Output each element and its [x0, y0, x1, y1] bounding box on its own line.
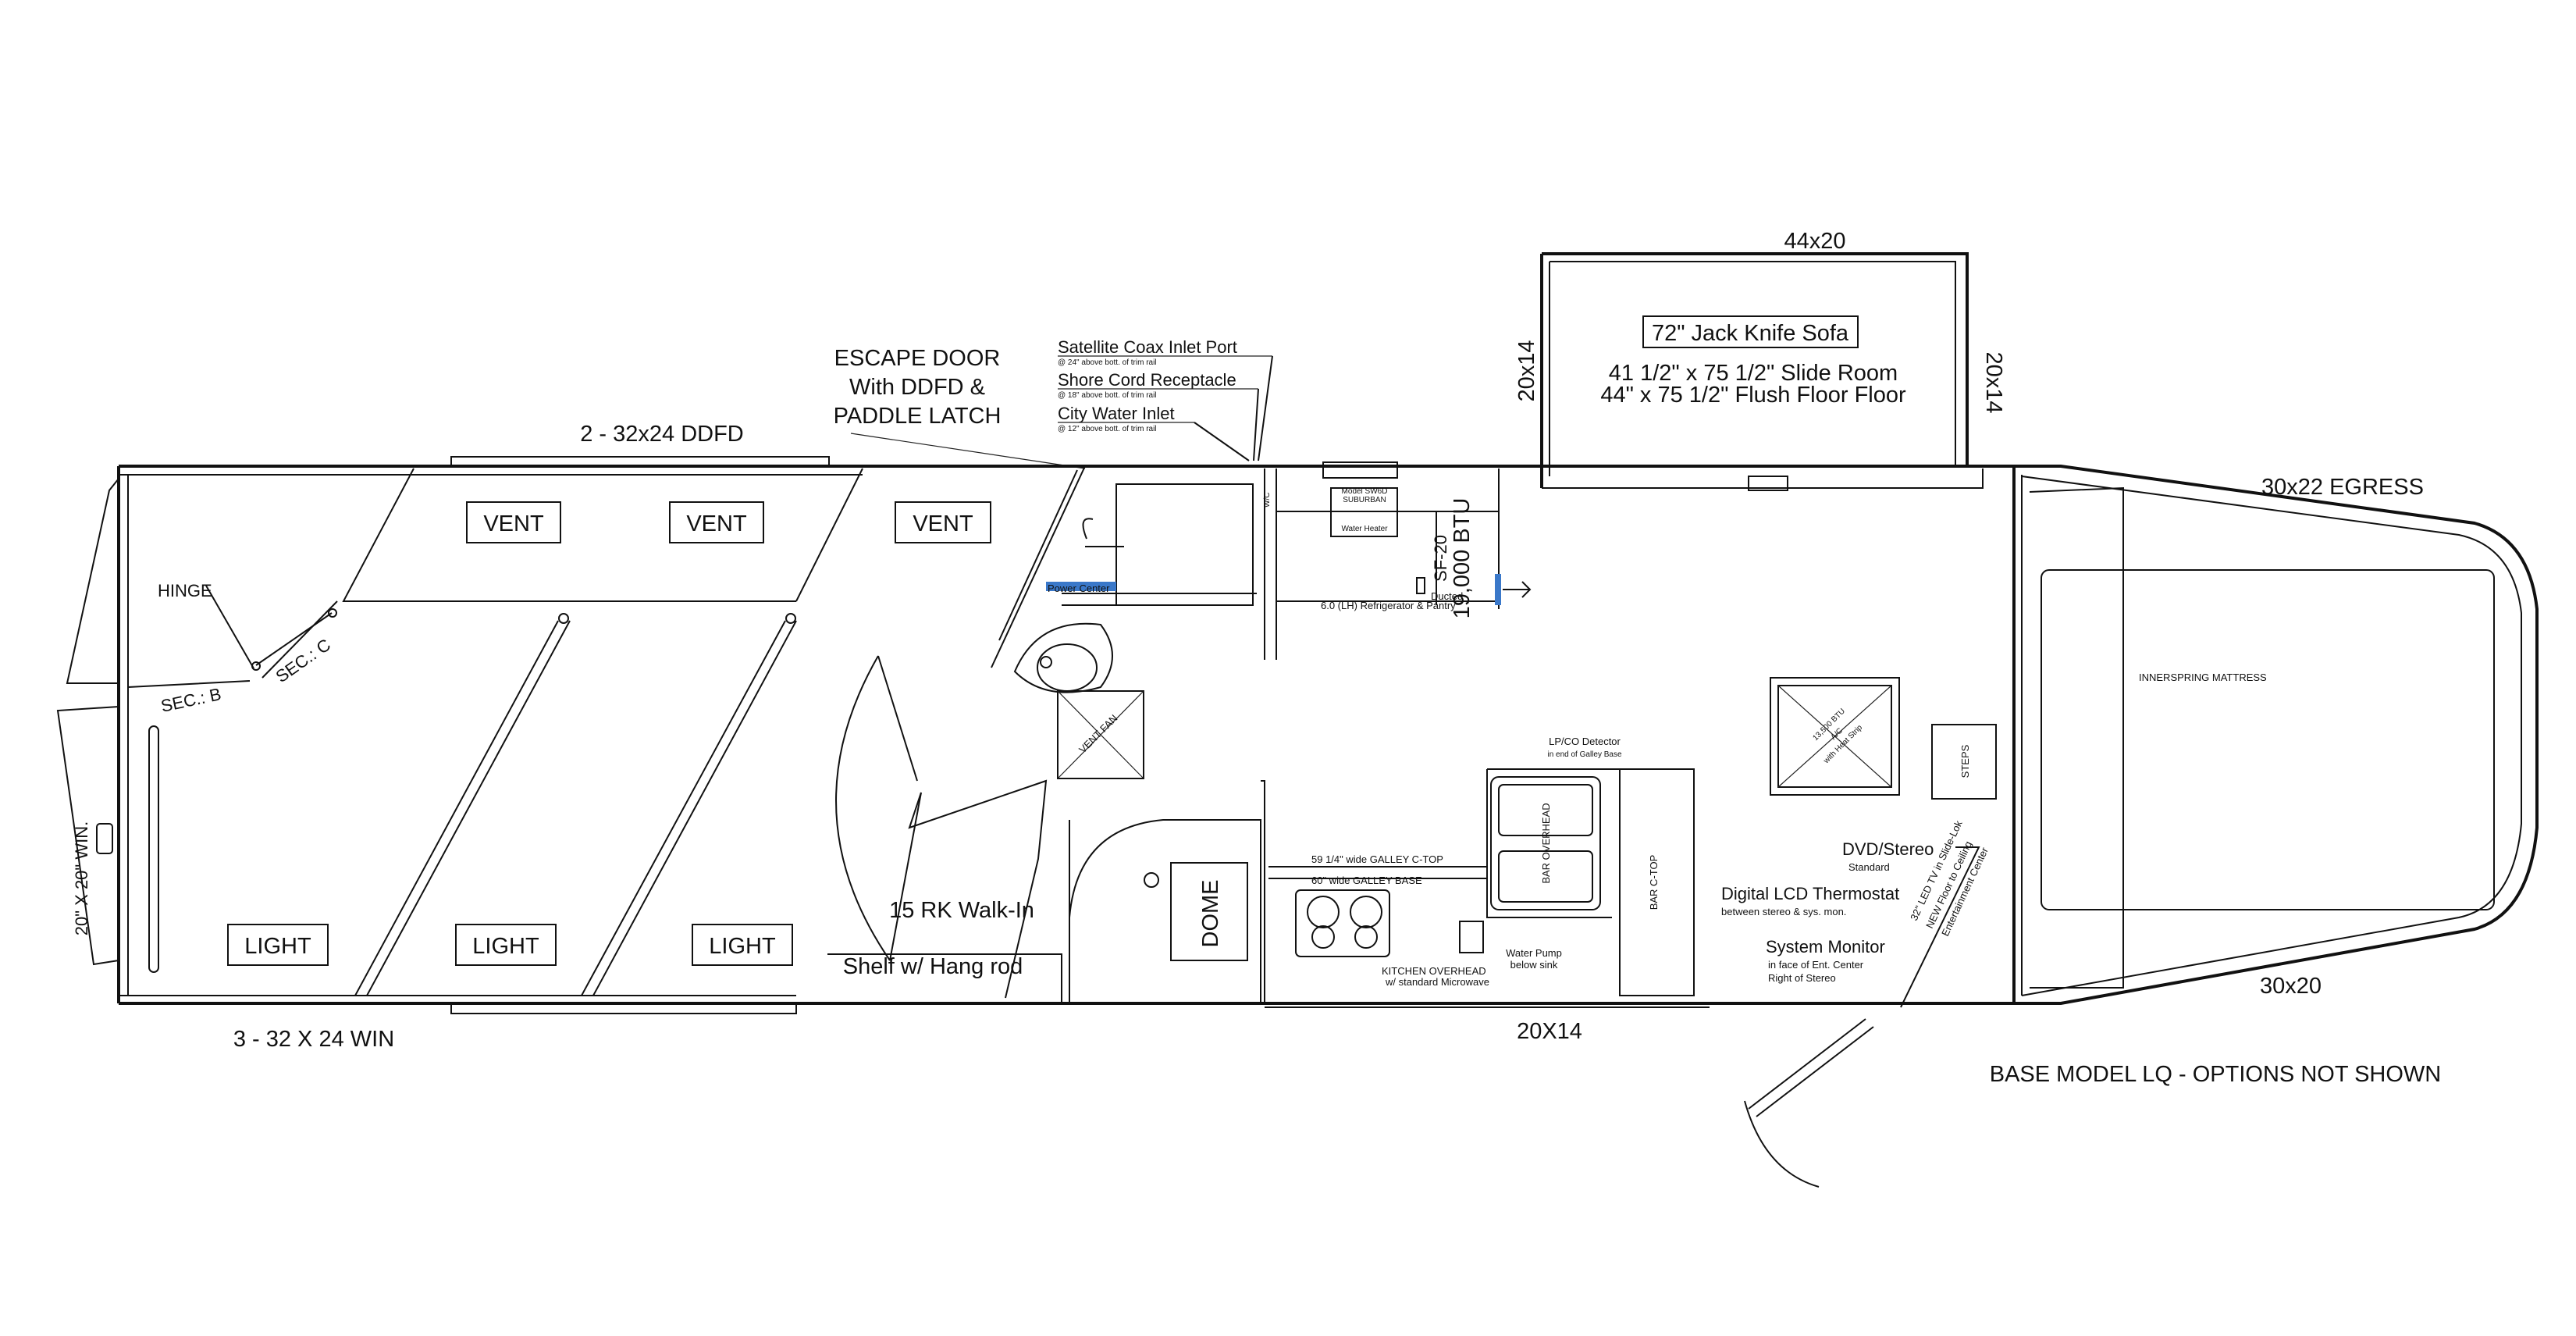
- vent-fan-box: [1057, 690, 1144, 779]
- windows-bottom-label: 3 - 32 X 24 WIN: [233, 1027, 394, 1052]
- galley-ctop-label: 59 1/4" wide GALLEY C-TOP: [1311, 853, 1443, 865]
- slide-right-dim: 20x14: [1981, 351, 2006, 413]
- entry-door: [1748, 1018, 1874, 1117]
- sec-c-label: SEC.: C: [272, 635, 335, 686]
- egress-label: 30x22 EGRESS: [2261, 475, 2424, 500]
- stove-icon: [1295, 889, 1390, 957]
- water-heater-label-1: Model SW6D: [1342, 487, 1388, 496]
- slide-room-label: 41 1/2" x 75 1/2" Slide Room: [1609, 361, 1898, 386]
- vent-label-3: VENT: [913, 511, 973, 536]
- shower-drain-icon: [1144, 872, 1159, 888]
- water-heater-box: [1330, 487, 1398, 537]
- mattress-label: INNERSPRING MATTRESS: [2139, 672, 2267, 683]
- nose-window-label: 30x20: [2260, 974, 2322, 999]
- base-model-note: BASE MODEL LQ - OPTIONS NOT SHOWN: [1990, 1062, 2441, 1087]
- light-label-2: LIGHT: [472, 934, 539, 959]
- escape-door-label-3: PADDLE LATCH: [834, 404, 1002, 429]
- light-label-3: LIGHT: [709, 934, 776, 959]
- sofa-label: 72" Jack Knife Sofa: [1652, 321, 1849, 346]
- ducted-label: Ducted: [1431, 590, 1463, 602]
- city-water-label: City Water Inlet: [1058, 404, 1175, 423]
- vent-label-1: VENT: [483, 511, 544, 536]
- rear-window-label: 20" X 20" WIN.: [72, 821, 91, 935]
- light-box-3: [692, 924, 793, 966]
- galley-base-label: 60" wide GALLEY BASE: [1311, 875, 1422, 886]
- system-monitor-note-2: Right of Stereo: [1768, 972, 1836, 984]
- sofa-box: [1642, 315, 1859, 348]
- dressing-room: ESCAPE DOOR With DDFD & PADDLE LATCH 15 …: [796, 346, 1265, 1005]
- horse-area: VENT VENT VENT LIGHT LIGHT LIGHT HINGE S…: [56, 456, 991, 1014]
- vent-box-2: [669, 501, 764, 543]
- dome-label: DOME: [1198, 880, 1223, 948]
- wc-label: W/C: [1263, 493, 1272, 508]
- escape-door-label-2: With DDFD &: [849, 375, 985, 400]
- satellite-label: Satellite Coax Inlet Port: [1058, 337, 1237, 357]
- lp-detector-label: LP/CO Detector: [1549, 736, 1621, 747]
- steps-label: STEPS: [1959, 744, 1971, 778]
- toilet-icon: [1013, 622, 1113, 693]
- water-heater-label-2: SUBURBAN: [1343, 496, 1386, 504]
- light-box-2: [455, 924, 557, 966]
- escape-door-label-1: ESCAPE DOOR: [834, 346, 1001, 371]
- slide-room: 44x20 72" Jack Knife Sofa 41 1/2" x 75 1…: [1514, 229, 2014, 491]
- ac-unit-box: [1770, 677, 1900, 796]
- vent-box-3: [895, 501, 991, 543]
- furnace-model-label: SF-20: [1431, 535, 1450, 582]
- bar-overhead-label: BAR OVERHEAD: [1540, 803, 1552, 883]
- water-pump-note: below sink: [1510, 959, 1558, 971]
- utility-inlets: Satellite Coax Inlet Port @ 24" above bo…: [1058, 337, 1273, 461]
- system-monitor-label: System Monitor: [1766, 937, 1885, 957]
- side-window-label: 20X14: [1517, 1019, 1582, 1044]
- bar-sink-icon: [1490, 776, 1601, 910]
- thermostat-label: Digital LCD Thermostat: [1721, 884, 1899, 903]
- power-center-accent: [1046, 582, 1116, 591]
- kitchen-overhead-label: KITCHEN OVERHEAD: [1382, 965, 1486, 977]
- mattress-outline: [2041, 569, 2495, 910]
- thermostat-note: between stereo & sys. mon.: [1721, 906, 1846, 917]
- duct-arrow-icon: [1503, 581, 1532, 598]
- light-box-1: [227, 924, 329, 966]
- rear-latch-icon: [96, 823, 113, 854]
- bar-ctop-label: BAR C-TOP: [1648, 855, 1660, 910]
- lp-detector-note: in end of Galley Base: [1547, 750, 1621, 759]
- walkin-label: 15 RK Walk-In: [889, 898, 1034, 923]
- microwave-label: w/ standard Microwave: [1385, 976, 1489, 988]
- furnace-btu-label: 19,000 BTU: [1450, 498, 1475, 619]
- water-heater-label-3: Water Heater: [1341, 525, 1388, 533]
- fridge-label: 6.0 (LH) Refrigerator & Pantry: [1321, 600, 1456, 611]
- dome-box: [1170, 862, 1248, 961]
- hinge-label: HINGE: [158, 581, 212, 600]
- slide-left-dim: 20x14: [1514, 340, 1539, 401]
- vent-fan-label: VENT FAN: [1076, 712, 1119, 755]
- satellite-note: @ 24" above bott. of trim rail: [1058, 358, 1157, 367]
- living-area: INNERSPRING MATTRESS STEPS 13,500 BTU A/…: [1710, 465, 2539, 1188]
- slide-motor-icon: [1748, 476, 1788, 491]
- vent-box-1: [466, 501, 561, 543]
- city-water-note: @ 12" above bott. of trim rail: [1058, 425, 1157, 433]
- duct-accent: [1495, 574, 1501, 605]
- shelf-label: Shelf w/ Hang rod: [843, 954, 1023, 979]
- steps-box: [1931, 724, 1997, 800]
- light-label-1: LIGHT: [244, 934, 311, 959]
- power-center-label: Power Center: [1048, 582, 1110, 594]
- system-monitor-note-1: in face of Ent. Center: [1768, 959, 1864, 971]
- slide-top-dim: 44x20: [1784, 229, 1845, 254]
- vent-label-2: VENT: [686, 511, 747, 536]
- sec-b-label: SEC.: B: [159, 684, 223, 716]
- dvd-label: DVD/Stereo: [1842, 839, 1934, 859]
- water-pump-label: Water Pump: [1506, 947, 1562, 959]
- dvd-note: Standard: [1848, 861, 1890, 873]
- shore-cord-label: Shore Cord Receptacle: [1058, 370, 1236, 390]
- kitchen: Model SW6D SUBURBAN Water Heater W/C 19,…: [1069, 461, 1710, 1008]
- ac-label-1: 13,500 BTU: [1811, 707, 1847, 743]
- ddfd-windows-label: 2 - 32x24 DDFD: [580, 422, 744, 447]
- shore-cord-note: @ 18" above bott. of trim rail: [1058, 391, 1157, 400]
- flush-floor-label: 44" x 75 1/2" Flush Floor Floor: [1600, 383, 1906, 408]
